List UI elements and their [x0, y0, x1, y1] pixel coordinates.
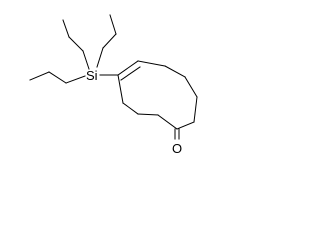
structure-canvas: Si O	[0, 0, 225, 166]
silicon-atom-label: Si	[86, 68, 98, 83]
bond	[62, 19, 70, 38]
bond	[102, 33, 117, 49]
bond	[120, 66, 141, 81]
bond	[164, 65, 186, 78]
bond	[176, 121, 195, 130]
molecule-structure: Si O	[29, 14, 198, 156]
bond	[137, 60, 166, 67]
bond	[117, 60, 139, 76]
bond	[122, 102, 139, 115]
bond	[193, 96, 198, 123]
bond	[48, 71, 67, 84]
bond	[82, 50, 90, 70]
bond	[117, 74, 124, 104]
bond	[29, 71, 50, 81]
bond	[96, 47, 104, 68]
bond	[65, 75, 86, 84]
bond	[109, 14, 117, 35]
bond	[137, 113, 159, 116]
bond	[157, 114, 178, 130]
bond	[68, 36, 84, 52]
bond	[184, 76, 198, 98]
oxygen-atom-label: O	[172, 141, 182, 156]
